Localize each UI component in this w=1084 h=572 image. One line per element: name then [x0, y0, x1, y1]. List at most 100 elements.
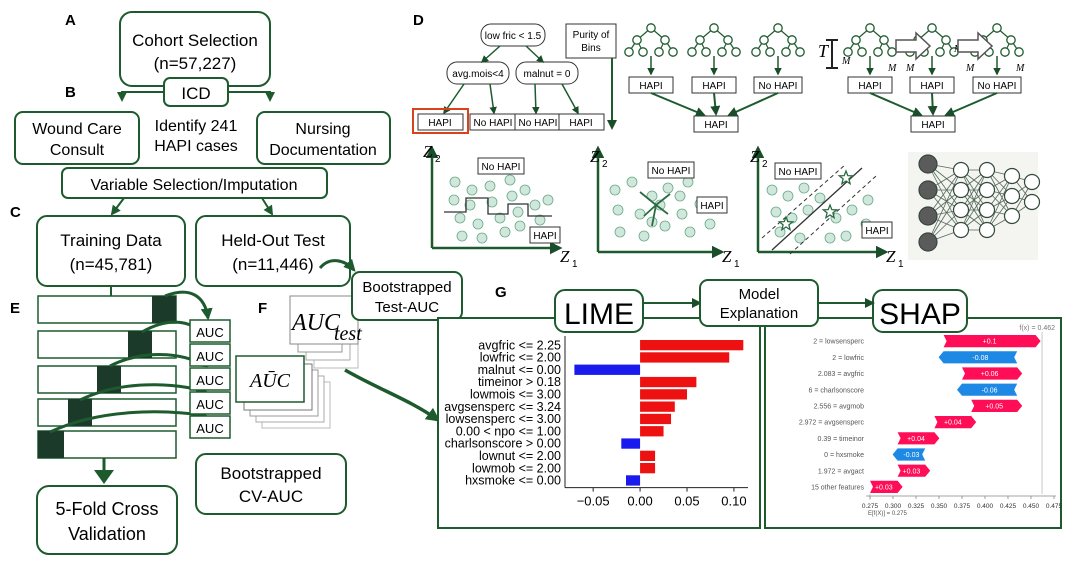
shap-tick-label: 0.300	[885, 503, 902, 510]
panel-letter-g: G	[495, 284, 507, 301]
cv-line2: Validation	[68, 524, 146, 544]
scatter-point	[529, 199, 541, 211]
nn-edge	[927, 163, 962, 231]
training-data-box: Training Data (n=45,781)	[36, 215, 186, 287]
svm-scatter	[751, 145, 889, 259]
wound-care-box: Wound Care Consult	[14, 111, 140, 165]
shap-tick-label: 0.425	[1000, 503, 1017, 510]
icd-box: ICD	[117, 77, 275, 107]
shap-bar-value: +0.03	[875, 485, 893, 492]
identify-text: Identify 241 HAPI cases	[154, 118, 238, 155]
heldout-test-box: Held-Out Test (n=11,446)	[195, 215, 351, 287]
z1-axis-3: Z	[886, 247, 896, 266]
boost-M-2: M	[887, 63, 897, 74]
scatter-point	[674, 190, 686, 202]
boost-M-1: M	[841, 56, 851, 67]
scatter-point	[519, 184, 531, 196]
shap-tick-label: 0.400	[977, 503, 994, 510]
boost-out-3: No HAPI	[978, 81, 1017, 92]
scatter-point	[824, 232, 836, 244]
z1-axis-2: Z	[722, 247, 732, 266]
lime-bar	[640, 413, 672, 425]
cohort-box: Cohort Selection (n=57,227)	[119, 11, 271, 87]
shap-bar	[943, 335, 1041, 348]
lime-title: LIME	[564, 298, 634, 331]
shap-chart: f(x) = 0.462+0.12 = lowsensperc-0.082 = …	[799, 325, 1063, 517]
lime-feature-label: timeinor > 0.18	[478, 375, 561, 389]
tree-node	[759, 35, 769, 45]
scatter-point	[454, 212, 466, 224]
lime-bar	[621, 438, 641, 449]
tree-node	[654, 47, 664, 57]
shap-feature-label: 15 other features	[811, 485, 864, 492]
tree-node	[751, 47, 761, 57]
nn-neuron	[1023, 173, 1041, 191]
tree-node	[695, 35, 705, 45]
support-vector	[821, 203, 839, 220]
tree-node	[668, 47, 678, 57]
boost-M-5: M	[965, 63, 975, 74]
lime-feature-label: charlsonscore > 0.00	[445, 437, 561, 451]
shap-bar-value: -0.06	[982, 387, 998, 394]
shap-bar-value: -0.08	[972, 355, 988, 362]
scatter-point	[456, 230, 468, 242]
tree-leaf-4: HAPI	[569, 118, 592, 129]
scatter-point	[504, 174, 516, 186]
forest-out-2: HAPI	[702, 81, 725, 92]
scatter-point	[638, 230, 650, 242]
heldout-count: (n=11,446)	[232, 255, 313, 274]
lime-bar	[640, 401, 675, 412]
scatter-text: No HAPI HAPI No HAPI HAPI No HAPI HAPI Z…	[423, 142, 904, 270]
neural-network-icon	[908, 152, 1041, 260]
lime-bar	[626, 475, 641, 486]
scatter-point	[862, 194, 874, 206]
tree-node	[787, 35, 797, 45]
scatter-point	[486, 196, 498, 208]
z1-sub-1: 1	[572, 259, 578, 270]
nursing-line2: Documentation	[269, 142, 377, 159]
z1-sub-3: 1	[898, 259, 904, 270]
variable-selection-label: Variable Selection/Imputation	[91, 177, 298, 194]
scatter-point	[512, 206, 524, 218]
shap-bar	[971, 399, 1023, 412]
neighbor-link	[651, 204, 657, 227]
bootstrapped-cv-line1: Bootstrapped	[220, 464, 321, 483]
shap-feature-label: 2.556 = avgmob	[814, 404, 865, 411]
scatter-point	[770, 206, 782, 218]
tree-node	[646, 23, 656, 33]
tree-node	[717, 47, 727, 57]
bootstrapped-cv-line2: CV-AUC	[239, 487, 303, 506]
knn-bins-scatter	[425, 145, 563, 255]
scatter-point	[449, 176, 461, 188]
auc-label-4: AUC	[196, 397, 223, 412]
panel-letter-d: D	[413, 12, 424, 29]
tree-node	[935, 47, 945, 57]
lime-feature-label: lowmob <= 2.00	[472, 461, 561, 475]
shap-bar	[934, 416, 977, 429]
boost-M-3: M	[905, 63, 915, 74]
boost-M-6: M	[1015, 63, 1025, 74]
scatter-point	[466, 184, 478, 196]
shap-bar-value: +0.1	[983, 339, 997, 346]
nn-edge	[927, 169, 962, 243]
z1-axis-1: Z	[560, 247, 570, 266]
shap-feature-label: 0.39 = timeinor	[818, 436, 865, 443]
nn-neuron	[1003, 187, 1021, 205]
auc-test-stack: AUC test	[289, 295, 362, 369]
shap-feature-label: 2.083 = avgfric	[818, 371, 865, 378]
tree-node	[723, 35, 733, 45]
scatter-point	[464, 199, 476, 211]
scatter3-hapi: HAPI	[865, 226, 888, 237]
scatter-point	[840, 230, 852, 242]
tree-node	[701, 47, 711, 57]
tree-root-label: low fric < 1.5	[485, 31, 542, 42]
tree-node	[638, 47, 648, 57]
nursing-line1: Nursing	[295, 121, 350, 138]
panel-letter-e: E	[10, 300, 20, 317]
panel-letter-b: B	[65, 84, 76, 101]
tree-node	[781, 47, 791, 57]
shap-bar-value: +0.04	[944, 420, 962, 427]
nn-neuron	[1003, 207, 1021, 225]
shap-feature-label: 2 = lowfric	[832, 355, 864, 362]
scatter1-no-hapi: No HAPI	[482, 162, 521, 173]
